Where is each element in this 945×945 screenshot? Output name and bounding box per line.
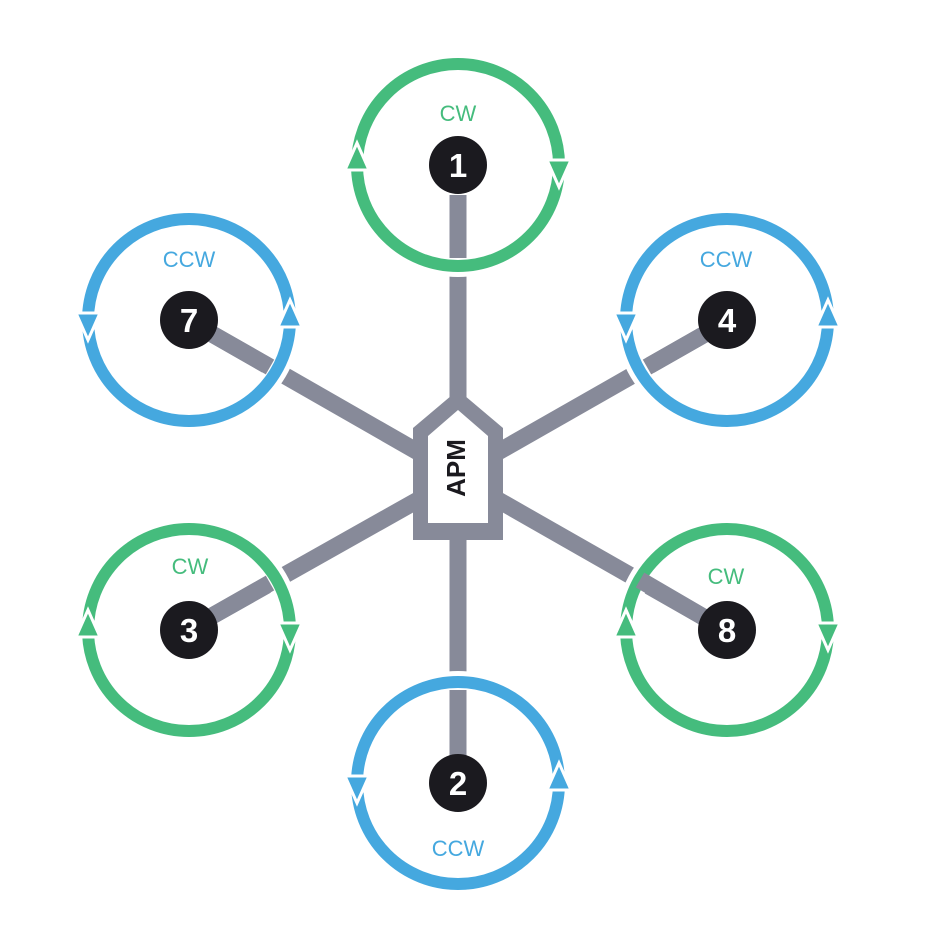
motor-hub-4: 4 bbox=[698, 291, 756, 349]
arm-overlay-motor-4 bbox=[642, 322, 717, 375]
motor-number-3: 3 bbox=[180, 612, 198, 649]
motor-hub-2: 2 bbox=[429, 754, 487, 812]
rotation-arrow-icon bbox=[544, 759, 574, 792]
arm-overlay-motor-8 bbox=[635, 572, 717, 630]
arm-overlays bbox=[200, 195, 717, 755]
rotation-arrow-icon bbox=[813, 296, 843, 329]
apm-body bbox=[428, 410, 488, 523]
motor-hubs: 1 2 3 4 7 8 bbox=[160, 136, 756, 812]
rotation-arrow-icon bbox=[813, 621, 843, 654]
rotor-ring-motor-8 bbox=[611, 518, 843, 742]
rotation-arrow-icon bbox=[342, 774, 372, 807]
motor-number-7: 7 bbox=[180, 302, 198, 339]
arm-overlay-motor-7 bbox=[200, 322, 275, 375]
motor-number-2: 2 bbox=[449, 765, 467, 802]
rotation-arrow-icon bbox=[275, 621, 305, 654]
direction-label-motor-1: CW bbox=[440, 101, 477, 126]
rotation-arrow-icon bbox=[611, 606, 641, 639]
rotor-ring-motor-4 bbox=[611, 208, 843, 432]
rotation-arrow-icon bbox=[73, 311, 103, 344]
rotation-arrow-icon bbox=[342, 139, 372, 172]
rotor-ring-motor-3 bbox=[73, 518, 305, 742]
apm-controller: APM bbox=[413, 390, 503, 540]
motor-hub-1: 1 bbox=[429, 136, 487, 194]
direction-labels: CW CCW CW CCW CCW CW bbox=[163, 101, 753, 861]
arm-overlay-motor-3 bbox=[200, 575, 275, 628]
rotation-arrow-icon bbox=[73, 606, 103, 639]
rotor-ring-motor-7 bbox=[73, 208, 305, 432]
motor-number-8: 8 bbox=[718, 612, 736, 649]
direction-label-motor-4: CCW bbox=[700, 247, 753, 272]
direction-label-motor-3: CW bbox=[172, 554, 209, 579]
rotation-arrow-icon bbox=[544, 158, 574, 191]
rotor-ring-motor-2 bbox=[342, 671, 574, 895]
apm-label: APM bbox=[441, 439, 471, 497]
motor-number-4: 4 bbox=[718, 302, 737, 339]
rotation-arrow-icon bbox=[611, 311, 641, 344]
direction-label-motor-7: CCW bbox=[163, 247, 216, 272]
rotor-ring-motor-1 bbox=[342, 53, 574, 277]
motor-hub-7: 7 bbox=[160, 291, 218, 349]
motor-hub-8: 8 bbox=[698, 601, 756, 659]
direction-label-motor-2: CCW bbox=[432, 836, 485, 861]
direction-label-motor-8: CW bbox=[708, 564, 745, 589]
rotor-rings bbox=[73, 53, 843, 895]
rotation-arrow-icon bbox=[275, 296, 305, 329]
motor-number-1: 1 bbox=[449, 147, 467, 184]
motor-hub-3: 3 bbox=[160, 601, 218, 659]
